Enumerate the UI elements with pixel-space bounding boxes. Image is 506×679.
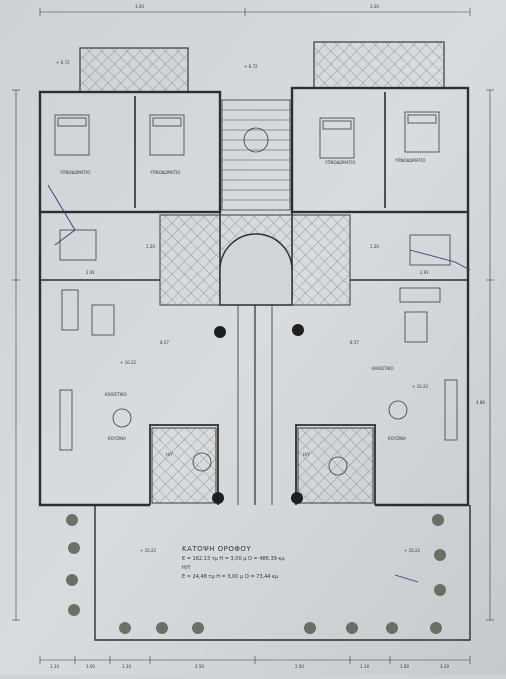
room-label: Η/Υ	[166, 452, 173, 457]
level-mark: + 6.72	[244, 64, 258, 69]
dimension-label: 2.50	[195, 664, 204, 669]
room-label: ΚΟΥΖΙΝΑ	[388, 436, 406, 441]
level-mark: + 10.22	[412, 384, 429, 389]
dimension-label: 8.57	[350, 340, 359, 345]
walls	[38, 86, 471, 641]
columns	[212, 324, 304, 504]
room-label: ΚΟΥΖΙΝΑ	[108, 436, 126, 441]
dimension-label: 2.91	[86, 270, 95, 275]
dimension-label: 1.20	[370, 244, 379, 249]
plan-summary-line: Ε = 24,48 τμ Η = 3,00 μ Ο = 73,44 κμ	[182, 574, 279, 580]
dimension-label: 1.14	[360, 664, 369, 669]
room-label: Η/Υ	[303, 452, 310, 457]
dimension-label: 1.00	[86, 664, 95, 669]
room-label: ΚΑΘΙΣΤΙΚΟ	[372, 366, 394, 371]
dimension-label: 3.20	[135, 4, 144, 9]
room-label: ΥΠΝΟΔΩΜΑΤΙΟ	[325, 160, 356, 165]
garden-plants	[66, 514, 446, 634]
room-label: ΥΠΝΟΔΩΜΑΤΙΟ	[150, 170, 181, 175]
level-mark: + 6.72	[56, 60, 70, 65]
level-mark: + 10.22	[140, 548, 157, 553]
level-mark: + 10.22	[404, 548, 421, 553]
furniture	[54, 111, 458, 476]
plan-summary-line: Η/Υ	[182, 565, 191, 571]
level-mark: + 10.22	[120, 360, 137, 365]
dimension-label: 1.20	[146, 244, 155, 249]
small-balconies	[151, 427, 374, 504]
plan-title: ΚΑΤΟΨΗ ΟΡΟΦΟΥ	[182, 545, 252, 553]
dimension-label: 3.29	[440, 664, 449, 669]
room-label: ΥΠΝΟΔΩΜΑΤΙΟ	[395, 158, 426, 163]
dimension-label: 1.00	[400, 664, 409, 669]
balconies	[79, 41, 445, 93]
dimension-label: 2.91	[420, 270, 429, 275]
plan-summary-line: Ε = 162,13 τμ Η = 3,00 μ Ο = 486,39 κμ	[182, 556, 285, 562]
dimension-label: 2.50	[295, 664, 304, 669]
dimension-label: 8.57	[160, 340, 169, 345]
dimension-label: 1.14	[50, 664, 59, 669]
dimension-label: 4.89	[476, 400, 485, 405]
dimension-lines	[12, 8, 494, 664]
room-label: ΥΠΝΟΔΩΜΑΤΙΟ	[60, 170, 91, 175]
dimension-label: 3.20	[370, 4, 379, 9]
annotation-marks	[47, 184, 471, 583]
dimension-label: 1.14	[122, 664, 131, 669]
room-label: ΚΑΘΙΣΤΙΚΟ	[105, 392, 127, 397]
stairs-and-hall	[159, 99, 351, 306]
